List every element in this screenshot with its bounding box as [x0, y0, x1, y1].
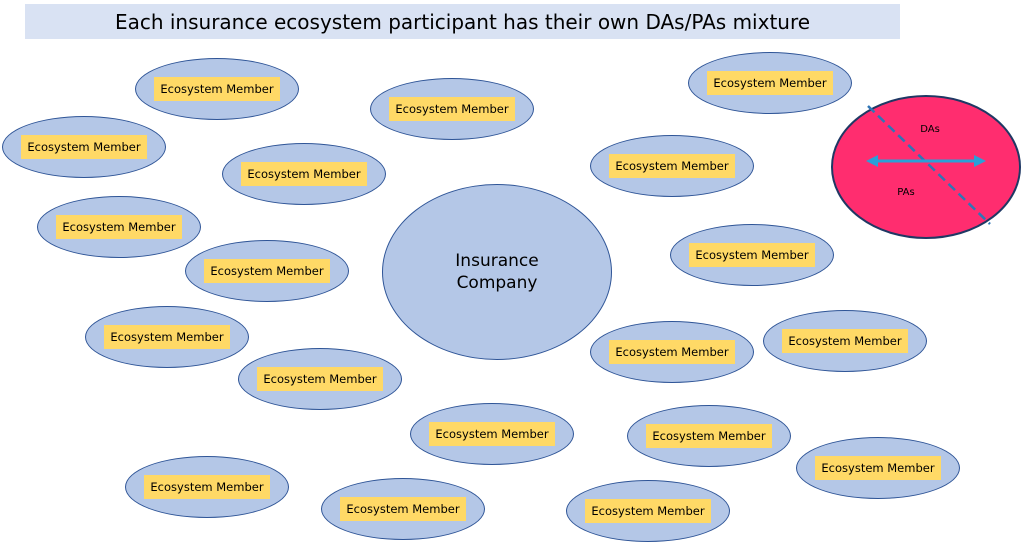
- arrow-head-left-icon: [866, 155, 878, 167]
- member-label: Ecosystem Member: [144, 475, 270, 499]
- ecosystem-member-node: Ecosystem Member: [2, 116, 166, 178]
- member-label: Ecosystem Member: [609, 154, 735, 178]
- ecosystem-member-node: Ecosystem Member: [590, 321, 754, 383]
- ecosystem-member-node: Ecosystem Member: [125, 456, 289, 518]
- member-label: Ecosystem Member: [21, 135, 147, 159]
- member-label: Ecosystem Member: [646, 424, 772, 448]
- ecosystem-member-node: Ecosystem Member: [763, 310, 927, 372]
- member-label: Ecosystem Member: [389, 97, 515, 121]
- insurance-company-node: Insurance Company: [382, 184, 612, 360]
- member-label: Ecosystem Member: [585, 499, 711, 523]
- ecosystem-member-node: Ecosystem Member: [135, 58, 299, 120]
- member-label: Ecosystem Member: [56, 215, 182, 239]
- page-title: Each insurance ecosystem participant has…: [25, 4, 900, 39]
- ecosystem-member-node: Ecosystem Member: [590, 135, 754, 197]
- member-label: Ecosystem Member: [429, 422, 555, 446]
- arrow-head-right-icon: [974, 155, 986, 167]
- ecosystem-member-node: Ecosystem Member: [670, 224, 834, 286]
- mixture-circle: [831, 95, 1021, 239]
- member-label: Ecosystem Member: [257, 367, 383, 391]
- ecosystem-member-node: Ecosystem Member: [238, 348, 402, 410]
- member-label: Ecosystem Member: [609, 340, 735, 364]
- ecosystem-member-node: Ecosystem Member: [37, 196, 201, 258]
- ecosystem-member-node: Ecosystem Member: [410, 403, 574, 465]
- center-label-line1: Insurance: [455, 250, 539, 271]
- das-pas-mixture-diagram: DAs PAs: [831, 95, 1021, 239]
- ecosystem-member-node: Ecosystem Member: [796, 437, 960, 499]
- center-label-line2: Company: [456, 273, 538, 293]
- member-label: Ecosystem Member: [340, 497, 466, 521]
- member-label: Ecosystem Member: [782, 329, 908, 353]
- member-label: Ecosystem Member: [241, 162, 367, 186]
- ecosystem-member-node: Ecosystem Member: [185, 240, 349, 302]
- ecosystem-member-node: Ecosystem Member: [688, 52, 852, 114]
- ecosystem-member-node: Ecosystem Member: [321, 478, 485, 540]
- ecosystem-member-node: Ecosystem Member: [566, 480, 730, 542]
- member-label: Ecosystem Member: [154, 77, 280, 101]
- member-label: Ecosystem Member: [707, 71, 833, 95]
- ecosystem-member-node: Ecosystem Member: [370, 78, 534, 140]
- divider-line: [867, 105, 991, 225]
- member-label: Ecosystem Member: [815, 456, 941, 480]
- das-label: DAs: [920, 124, 940, 135]
- ecosystem-member-node: Ecosystem Member: [627, 405, 791, 467]
- member-label: Ecosystem Member: [689, 243, 815, 267]
- member-label: Ecosystem Member: [104, 325, 230, 349]
- member-label: Ecosystem Member: [204, 259, 330, 283]
- ecosystem-member-node: Ecosystem Member: [222, 143, 386, 205]
- ecosystem-member-node: Ecosystem Member: [85, 306, 249, 368]
- pas-label: PAs: [897, 187, 914, 198]
